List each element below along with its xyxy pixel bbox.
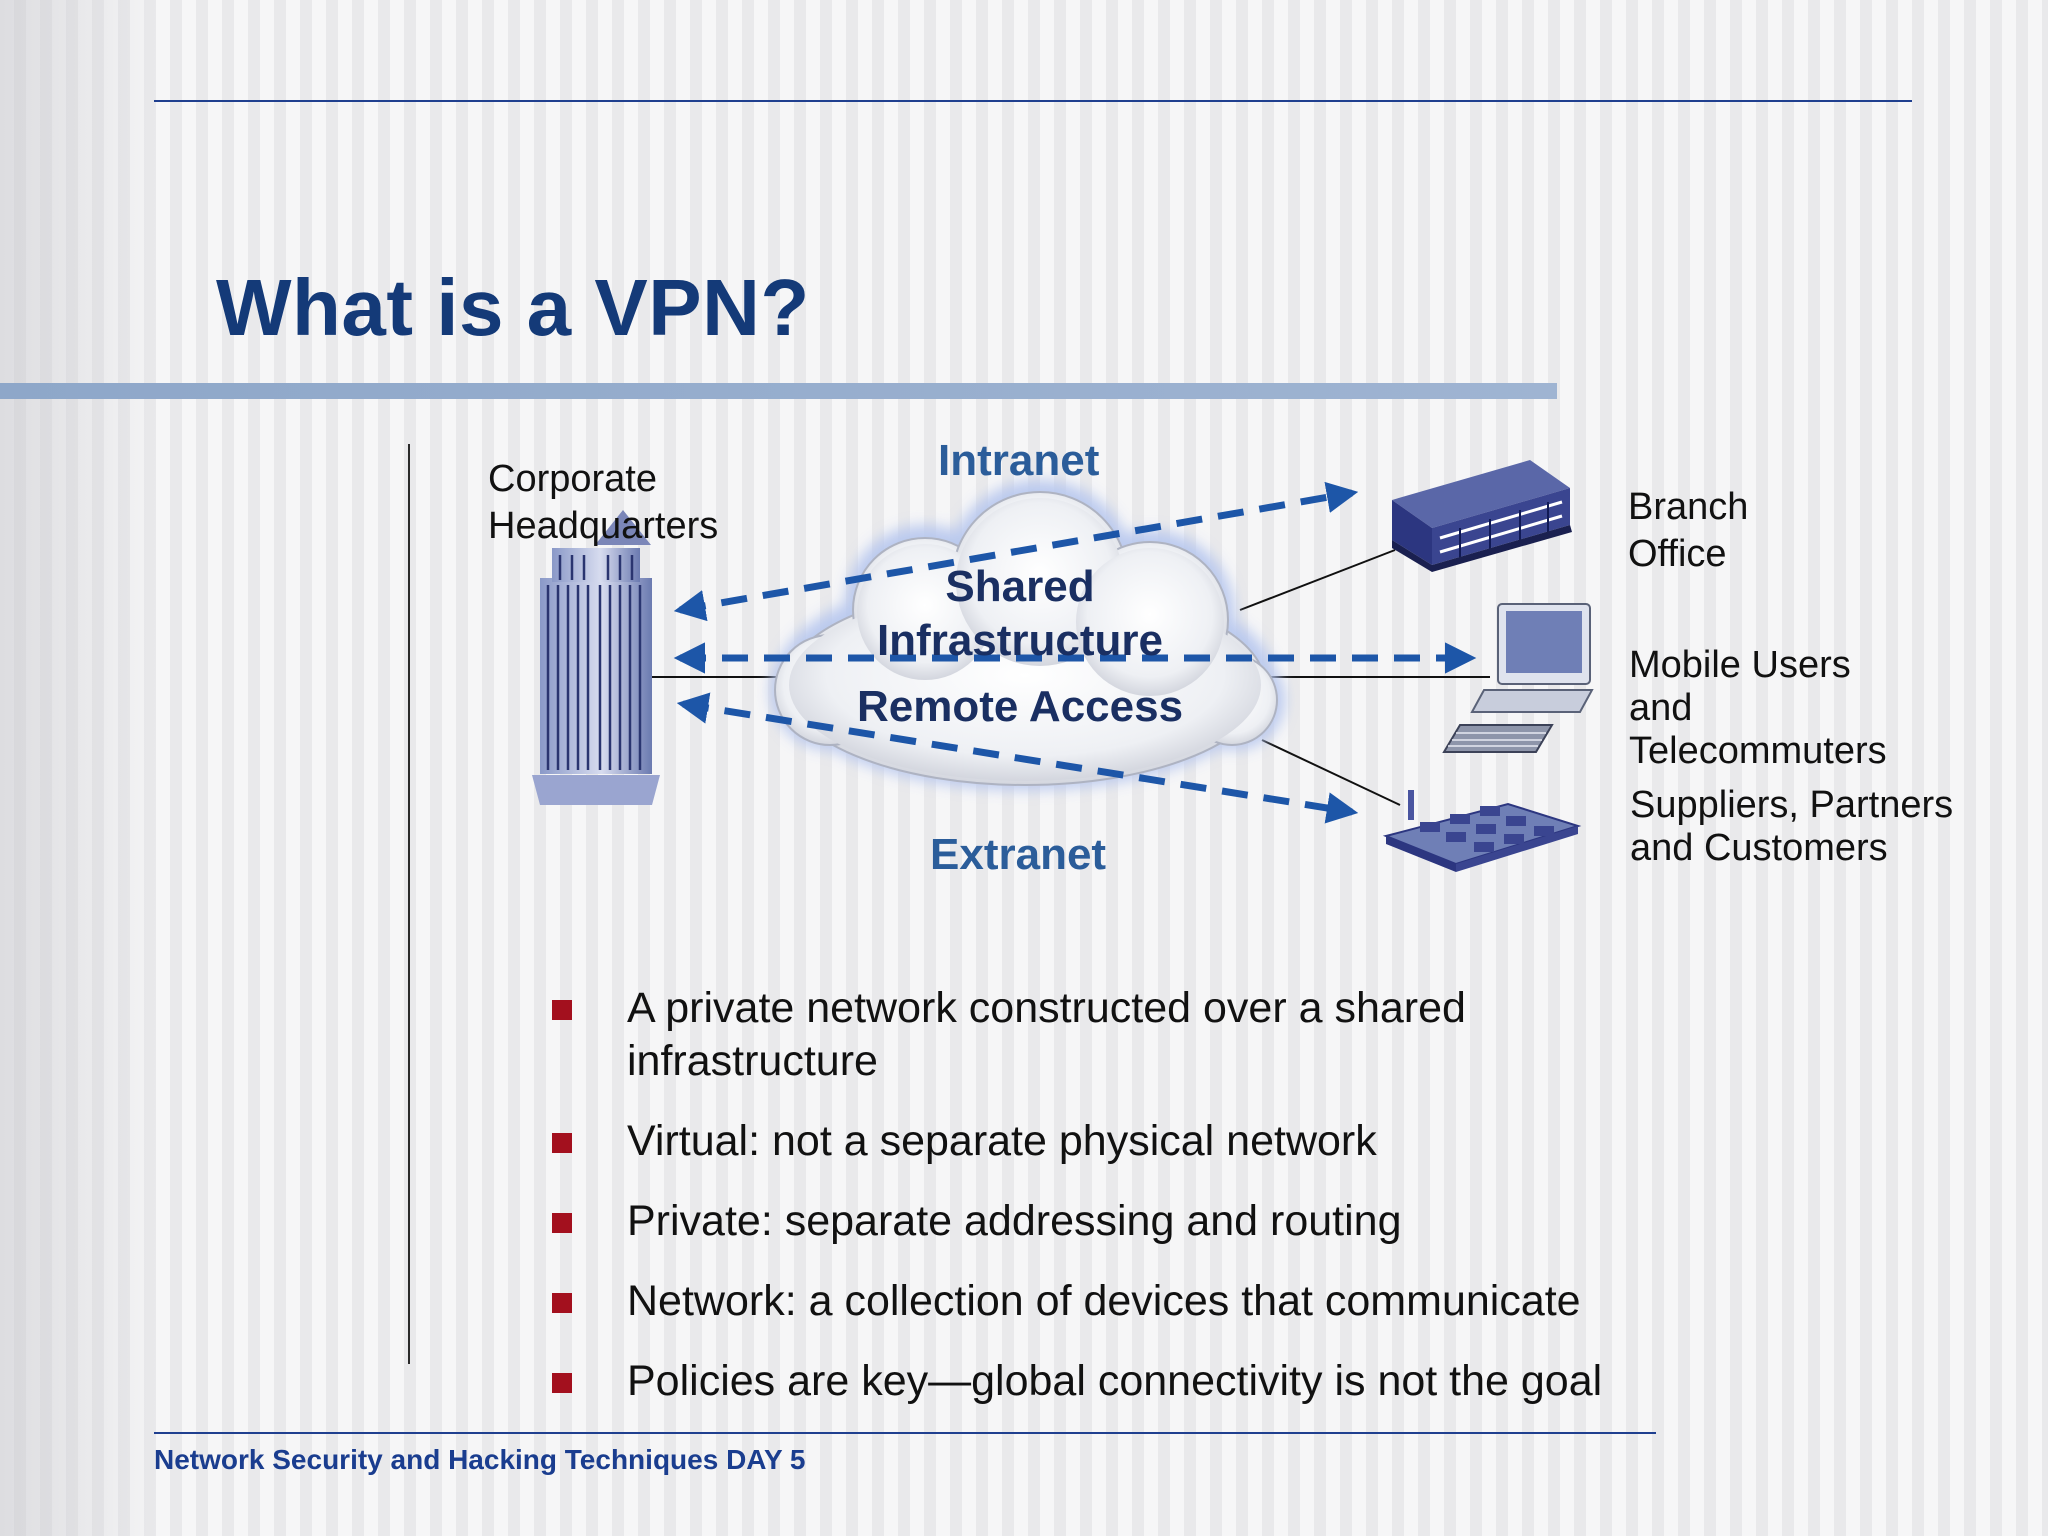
extranet-arrow [676, 692, 1359, 824]
suppliers-label: Suppliers, Partners and Customers [1630, 784, 1954, 869]
title-accent-bar [0, 383, 1557, 399]
background-shade [0, 0, 155, 1536]
cloud-label-shared: Shared [945, 562, 1095, 611]
bullet-marker [552, 1373, 572, 1393]
bullet-item: Policies are key—global connectivity is … [552, 1355, 1752, 1408]
extranet-label: Extranet [930, 830, 1107, 879]
slide-footer: Network Security and Hacking Techniques … [154, 1444, 806, 1475]
circuit-board-icon [1382, 790, 1582, 872]
vpn-arrows [673, 481, 1477, 824]
bullet-item: Virtual: not a separate physical network [552, 1115, 1752, 1168]
intranet-arrow [673, 481, 1359, 622]
office-tower-icon [532, 510, 660, 805]
bottom-divider [154, 1432, 1656, 1434]
bullet-list: A private network constructed over a sha… [552, 982, 1752, 1435]
vertical-divider [408, 444, 410, 1364]
branch-building-icon [1392, 460, 1572, 572]
desktop-computer-icon [1442, 603, 1594, 753]
bullet-item: Private: separate addressing and routing [552, 1195, 1752, 1248]
slide-title: What is a VPN? [216, 263, 810, 352]
branch-office-label: Branch Office [1628, 486, 1749, 575]
intranet-label: Intranet [938, 436, 1100, 485]
bullet-marker [552, 1293, 572, 1313]
hq-label: Corporate Headquarters [488, 458, 719, 547]
bullet-item: Network: a collection of devices that co… [552, 1275, 1752, 1328]
bullet-marker [552, 1000, 572, 1020]
cloud-label-infrastructure: Infrastructure [876, 616, 1164, 665]
bullet-item: A private network constructed over a sha… [552, 982, 1752, 1088]
cloud-label-remote-access: Remote Access [856, 682, 1184, 731]
bullet-marker [552, 1213, 572, 1233]
top-divider [154, 100, 1912, 102]
mobile-users-label: Mobile Users and Telecommuters [1629, 644, 1887, 772]
bullet-marker [552, 1133, 572, 1153]
